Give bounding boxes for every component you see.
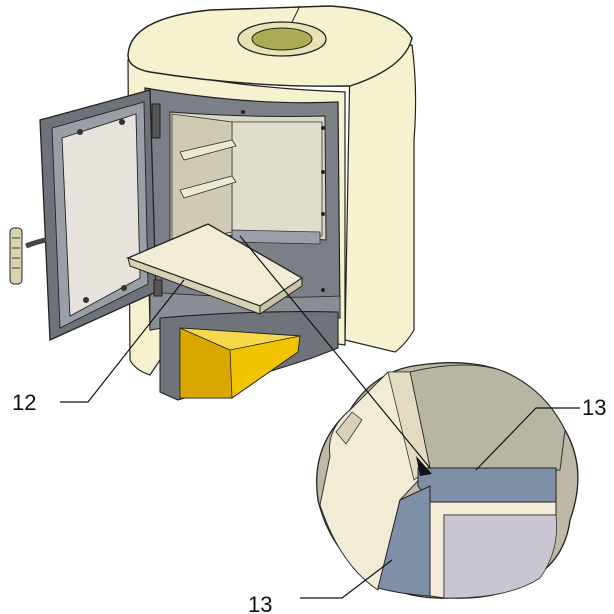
frame-screw [321,170,325,174]
detail-arrow-head [416,456,432,476]
door-handle-grip [9,227,23,285]
detail-notch [335,411,363,445]
door-screw [121,285,127,291]
firebox-shelf-upper [179,139,237,161]
lid-seam [291,5,301,23]
stove-side-panel [344,44,417,353]
detail-inner-recess [443,514,557,599]
baffle-plate [126,223,304,315]
ash-drawer [159,311,339,401]
baffle-plate-side-edge [259,277,303,315]
detail-seal-horizontal [417,467,557,503]
leader-line-13-lower [300,559,393,599]
flue-opening [251,27,313,51]
ash-drawer-top [179,327,301,351]
door-handle-arm [25,237,47,249]
door-screw [83,297,89,303]
frame-screw [241,110,245,114]
leader-line-12 [60,279,185,403]
door-glass [61,113,141,317]
detail-view [316,362,579,599]
leader-lines [60,235,580,599]
detail-upper-face [409,364,566,471]
open-door [9,89,163,341]
door-hinge [151,103,161,139]
door-hinge [153,279,163,297]
frame-screw [321,126,325,130]
frame-screw [321,212,325,216]
door-screw [119,119,125,125]
firebox-shelf-lower [179,175,237,199]
detail-connector-line [239,235,431,469]
firebox-back-wall [231,121,323,237]
callout-label-13-lower: 13 [248,592,272,614]
frame-screw [321,288,325,292]
callout-label-12: 12 [12,390,36,415]
leader-line-13-upper [475,407,580,471]
door-screw [77,129,83,135]
callout-label-13-upper: 13 [582,395,606,420]
